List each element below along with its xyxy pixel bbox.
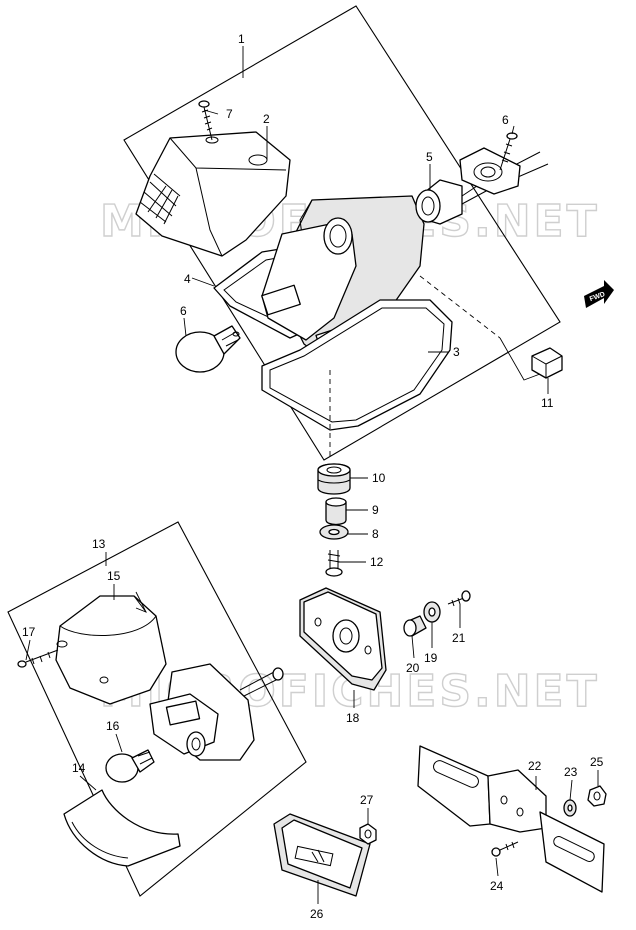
forward-arrow-icon: FWD <box>584 280 614 308</box>
callout-labels: 1 2 3 4 5 6 6 7 8 9 10 11 12 13 14 15 16… <box>22 32 604 921</box>
callout-2: 2 <box>263 112 270 126</box>
callout-1: 1 <box>238 32 245 46</box>
callout-7: 7 <box>226 107 233 121</box>
callout-11: 11 <box>541 396 554 410</box>
rear-socket-assembly <box>149 663 284 761</box>
callout-10: 10 <box>372 471 386 485</box>
spacer-9 <box>325 497 347 526</box>
leader-lines <box>25 46 599 904</box>
callout-3: 3 <box>453 345 460 359</box>
callout-4: 4 <box>184 272 191 286</box>
spacer-20 <box>403 615 427 637</box>
callout-18: 18 <box>346 711 360 725</box>
callout-6-top: 6 <box>502 113 509 127</box>
cushion-10 <box>317 463 351 495</box>
callout-5: 5 <box>426 150 433 164</box>
callout-14: 14 <box>72 761 86 775</box>
callout-21: 21 <box>452 631 466 645</box>
callout-13: 13 <box>92 537 106 551</box>
bulb-socket <box>415 147 549 225</box>
callout-23: 23 <box>564 765 578 779</box>
screw-17 <box>17 649 59 668</box>
bulb-6 <box>175 325 241 373</box>
callout-17: 17 <box>22 625 36 639</box>
callout-24: 24 <box>490 879 504 893</box>
tail-lamp-housing <box>135 131 291 257</box>
callout-20: 20 <box>406 661 420 675</box>
bracket-22 <box>417 745 605 893</box>
connector-11 <box>531 347 563 379</box>
screw-21 <box>447 590 471 607</box>
license-lens-26 <box>273 813 371 897</box>
washer-8 <box>319 524 349 540</box>
callout-9: 9 <box>372 503 379 517</box>
callout-19: 19 <box>424 651 438 665</box>
callout-12: 12 <box>370 555 384 569</box>
lens-15 <box>55 591 167 705</box>
nut-25 <box>587 785 607 807</box>
reflector-14 <box>63 789 181 867</box>
callout-22: 22 <box>528 759 542 773</box>
screw-7 <box>198 100 213 141</box>
callout-27: 27 <box>360 793 374 807</box>
license-lamp-18 <box>299 587 387 691</box>
assembly-frame-upper <box>123 5 561 461</box>
callout-8: 8 <box>372 527 379 541</box>
washer-23 <box>563 799 577 817</box>
lamp-base <box>261 195 425 380</box>
base-gasket <box>261 299 453 431</box>
callout-16: 16 <box>106 719 120 733</box>
callout-6-bulb: 6 <box>180 304 187 318</box>
washer-19 <box>423 601 441 623</box>
callout-15: 15 <box>107 569 121 583</box>
bulb-16 <box>105 749 155 783</box>
callout-26: 26 <box>310 907 324 921</box>
screw-12 <box>325 550 343 577</box>
screw-24 <box>491 841 519 857</box>
callout-25: 25 <box>590 755 604 769</box>
